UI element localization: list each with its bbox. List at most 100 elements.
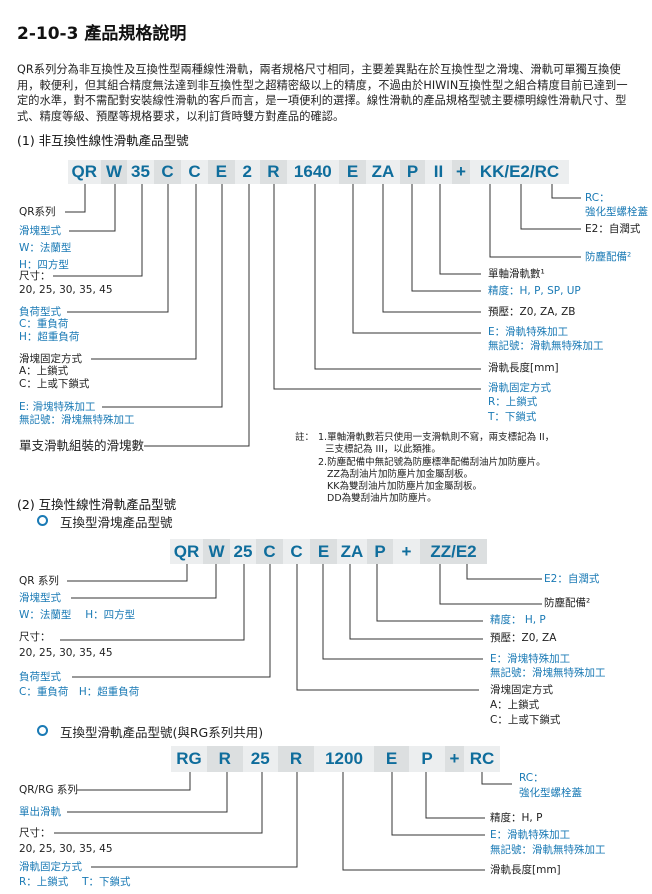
- connector-line: [466, 564, 542, 580]
- bullet-rail-label: 互換型滑軌產品型號(與RG系列共用): [60, 725, 264, 740]
- code-segment: C: [181, 160, 208, 184]
- callout-label: 單軸滑軌數¹: [488, 267, 545, 281]
- code-plus-sign: +: [445, 746, 464, 772]
- note-line: 三支標記為 III，以此類推。: [325, 444, 441, 455]
- code-segment: P: [409, 746, 445, 772]
- callout-label: QR系列: [19, 205, 56, 219]
- callout-label: 尺寸：20, 25, 30, 35, 45: [19, 269, 113, 297]
- callout-label: 精度： H, P: [490, 613, 546, 627]
- callout-label-line: 尺寸：: [19, 270, 51, 282]
- callout-label-line: RC：: [585, 192, 610, 204]
- callout-label: E: 滑塊特殊加工無記號：滑塊無特殊加工: [19, 401, 135, 427]
- callout-label-line: 滑軌長度[mm]: [488, 362, 559, 374]
- connector-line: [102, 184, 223, 408]
- callout-label-line: 滑塊固定方式: [490, 683, 553, 696]
- callout-label-line: C：重負荷 H：超重負荷: [19, 685, 140, 698]
- callout-label: 防塵配備²: [585, 250, 631, 264]
- callout-label: E：滑軌特殊加工無記號：滑軌無特殊加工: [488, 325, 604, 353]
- connector-line: [91, 184, 197, 360]
- callout-label-line: QR/RG 系列: [19, 784, 78, 796]
- callout-label-line: RC：: [519, 771, 544, 784]
- callout-label-line: 精度：H, P: [490, 812, 543, 824]
- code-segment: C: [256, 539, 283, 564]
- section-heading-interchangeable: (2) 互換性線性滑軌產品型號: [17, 497, 177, 512]
- callout-label-line: 滑塊固定方式: [19, 352, 82, 365]
- bullet-block-model: 互換型滑塊產品型號: [37, 512, 173, 531]
- callout-label: E2：自潤式: [585, 222, 640, 236]
- code-segment: R: [278, 746, 314, 772]
- connector-line: [54, 772, 263, 834]
- callout-label: 滑軌固定方式 R：上鎖式 T：下鎖式: [19, 860, 131, 890]
- code-segment: 25: [242, 746, 278, 772]
- code-segment: E: [310, 539, 337, 564]
- callout-label-line: R：上鎖式 T：下鎖式: [19, 875, 131, 888]
- connector-line: [72, 564, 271, 678]
- callout-label: 單支滑軌組裝的滑塊數: [19, 439, 144, 453]
- callout-label-line: 預壓：Z0, ZA: [490, 632, 557, 644]
- callout-label: 預壓：Z0, ZA: [490, 631, 556, 645]
- code-plus-sign: +: [452, 160, 470, 184]
- callout-label-line: R：上鎖式: [488, 396, 538, 409]
- note-line: DD為雙刮油片加防塵片。: [327, 493, 437, 504]
- callout-label-line: A：上鎖式: [19, 365, 69, 378]
- connector-line: [65, 184, 86, 213]
- callout-label-line: QR 系列: [19, 575, 59, 587]
- connector-line: [352, 184, 481, 334]
- callout-label-line: A：上鎖式: [490, 698, 540, 711]
- callout-label-line: 滑塊型式: [19, 224, 61, 237]
- connector-line: [77, 772, 191, 791]
- connector-line: [91, 772, 298, 868]
- code-segment: W: [203, 539, 230, 564]
- note-line: 2.防塵配備中無記號為防塵標準配備刮油片加防塵片。: [318, 457, 546, 468]
- code-segment: QR: [67, 160, 101, 184]
- callout-label-line: 單軸滑軌數¹: [488, 268, 545, 280]
- callout-label: 精度：H, P: [490, 811, 542, 825]
- note-line: 1.單軸滑軌數若只使用一支滑軌則不寫，兩支標記為 II，: [318, 432, 555, 443]
- code-segment: C: [154, 160, 181, 184]
- callout-label: E2：自潤式: [544, 572, 599, 586]
- connector-line: [411, 184, 481, 292]
- code-segment: 35: [127, 160, 154, 184]
- code-segment: 1200: [314, 746, 374, 772]
- callout-label-line: 滑軌固定方式: [19, 860, 82, 873]
- code-segment: QR: [170, 539, 203, 564]
- callout-label: 滑軌長度[mm]: [488, 361, 559, 375]
- bullet-circle-icon: [37, 515, 48, 526]
- connector-line: [67, 184, 169, 313]
- callout-label-line: C：上或下鎖式: [490, 713, 561, 726]
- code-plus-sign: +: [393, 539, 420, 564]
- code-segment: E: [374, 746, 409, 772]
- code-segment: E: [339, 160, 366, 184]
- callout-label-line: E：滑塊特殊加工: [490, 653, 571, 665]
- code-segment: R: [260, 160, 287, 184]
- callout-label: 預壓：Z0, ZA, ZB: [488, 305, 576, 319]
- callout-label-line: 強化型螺栓蓋: [585, 206, 648, 218]
- callout-label-line: C：重負荷: [19, 318, 69, 331]
- code-segment: 25: [230, 539, 256, 564]
- callout-label-line: 無記號：滑塊無特殊加工: [19, 413, 135, 426]
- connector-line: [314, 184, 481, 370]
- connector-line: [425, 772, 485, 819]
- code-segment: 1640: [286, 160, 339, 184]
- connector-line: [296, 564, 479, 691]
- callout-label: QR 系列: [19, 574, 59, 588]
- callout-label: 滑塊固定方式 A：上鎖式 C：上或下鎖式: [490, 683, 560, 728]
- callout-label-line: E: 滑塊特殊加工: [19, 400, 96, 413]
- code-segment: RC: [464, 746, 500, 772]
- callout-label-line: 精度： H, P: [490, 614, 546, 626]
- callout-label-line: 預壓：Z0, ZA, ZB: [488, 306, 576, 318]
- callout-label-line: E2：自潤式: [544, 573, 600, 585]
- connector-line: [67, 772, 228, 813]
- intro-paragraph: QR系列分為非互換性及互換性型兩種線性滑軌，兩者規格尺寸相同，主要差異點在於互換…: [17, 63, 628, 123]
- callout-label-line: H：四方型: [19, 258, 69, 271]
- callout-label-line: 負荷型式: [19, 305, 61, 318]
- note-prefix: 註：: [295, 432, 315, 443]
- code-segment: P: [400, 160, 425, 184]
- callout-label-line: 單出滑軌: [19, 806, 61, 818]
- callout-label: QR/RG 系列: [19, 783, 78, 797]
